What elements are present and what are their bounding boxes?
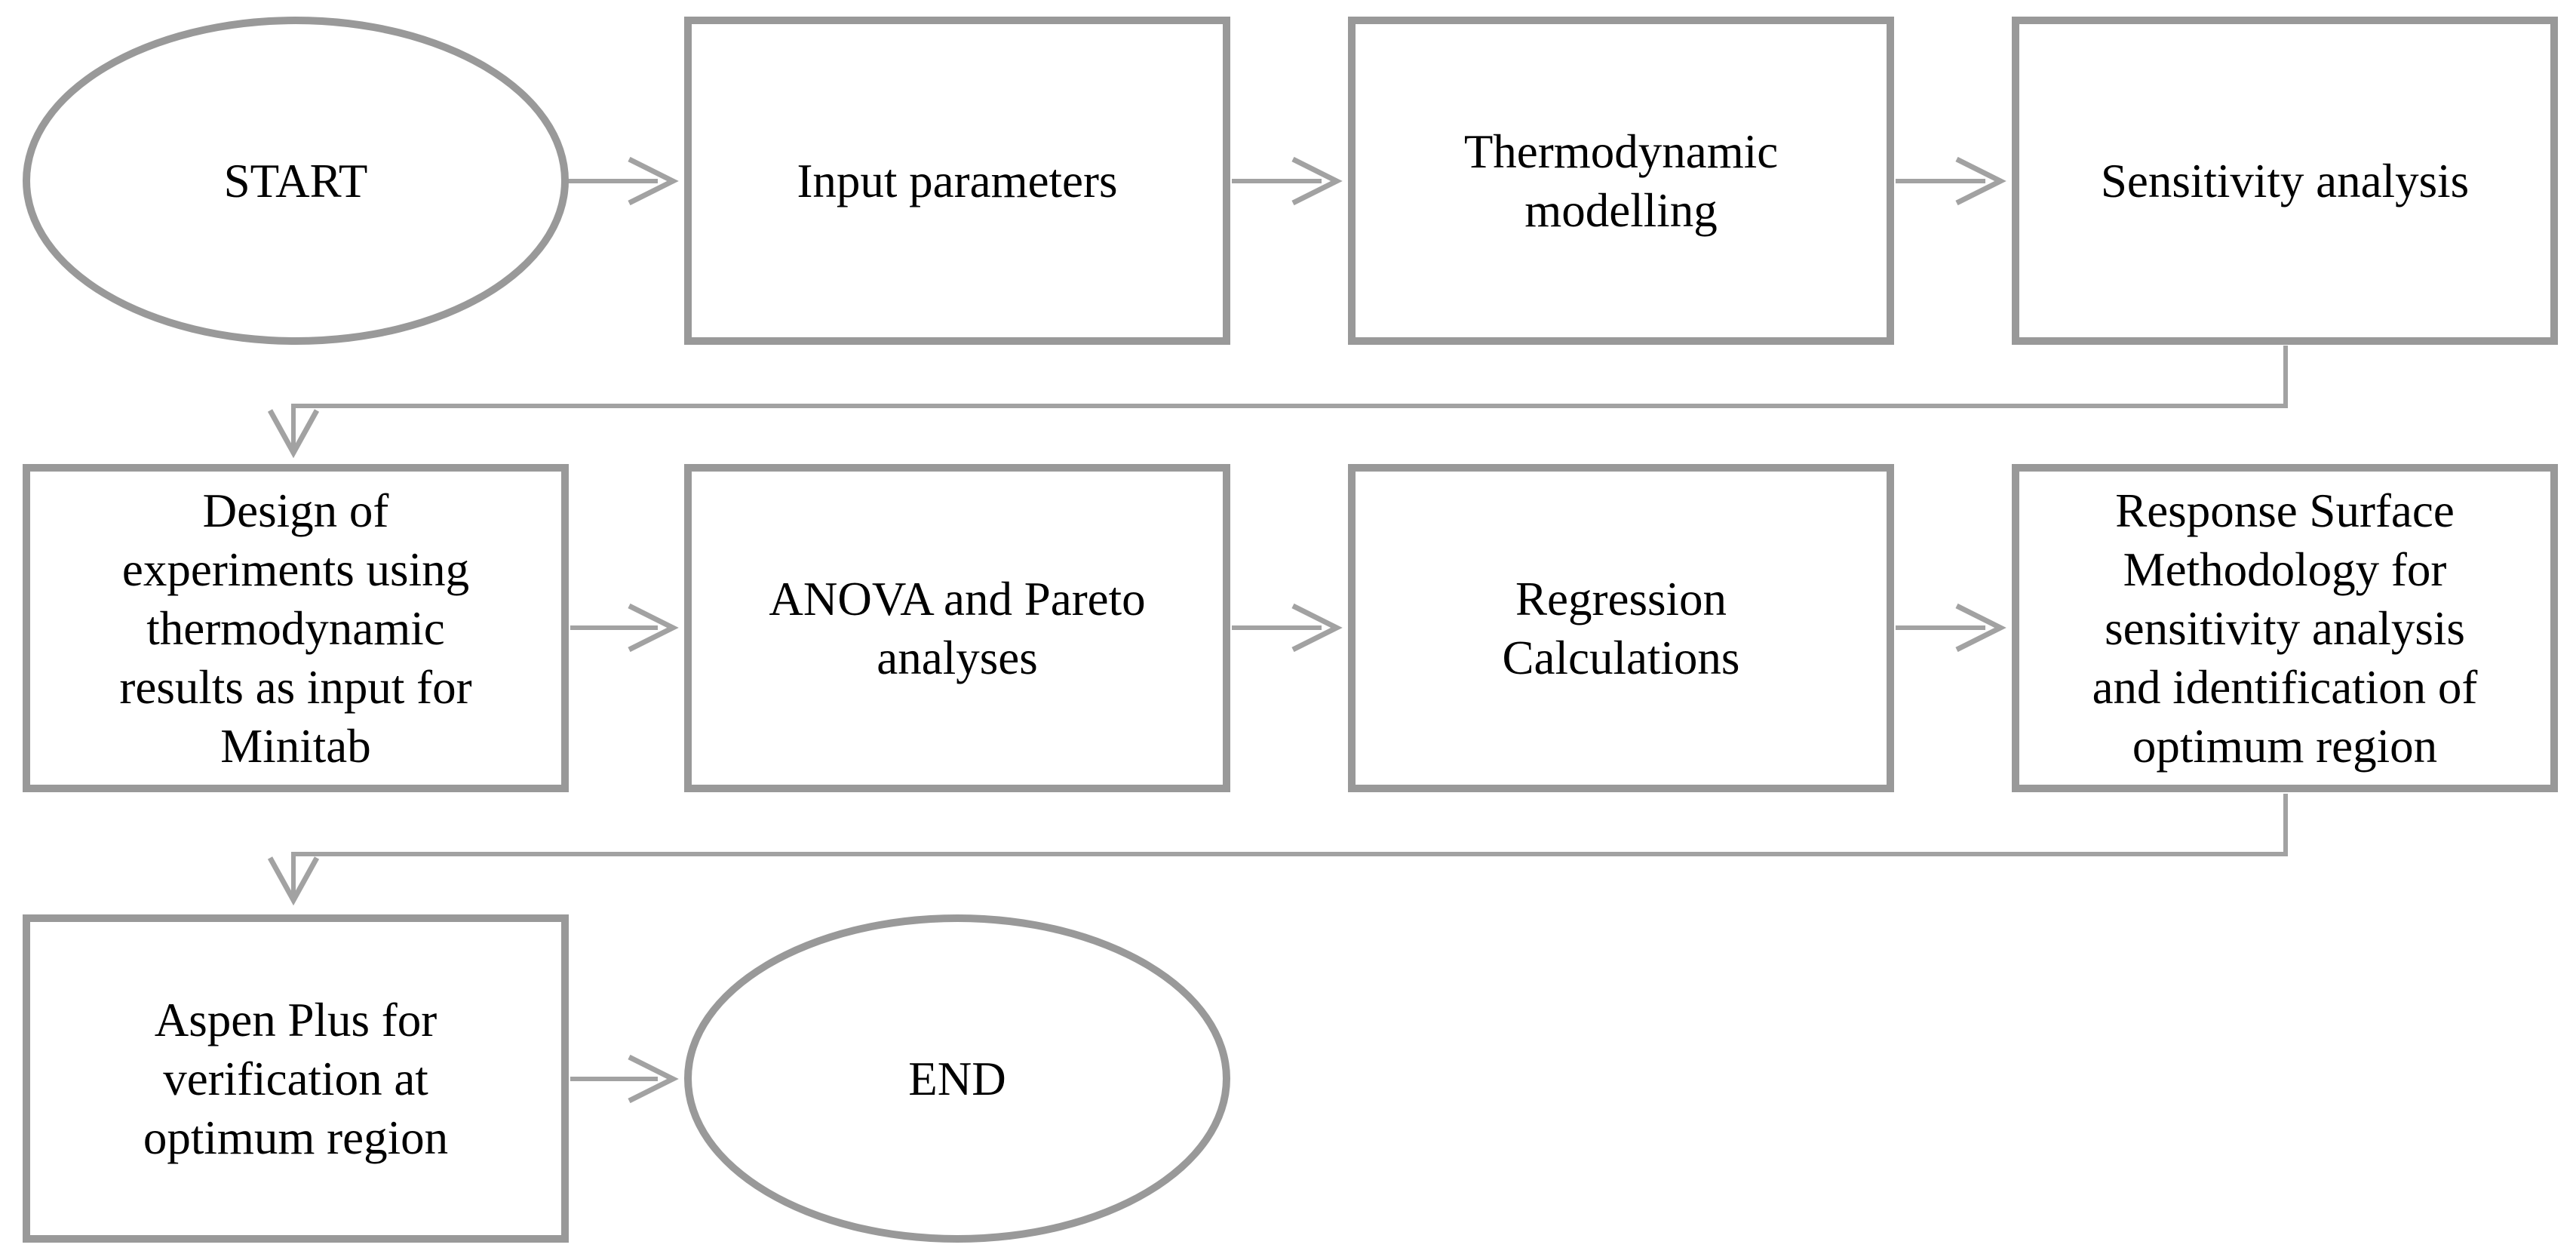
connector-response-surface-methodology-to-aspen-plus xyxy=(267,794,2288,906)
arrow-design-of-experiments-to-anova-pareto xyxy=(570,603,679,653)
node-thermodynamic-modelling: Thermodynamic modelling xyxy=(1348,17,1894,345)
arrow-input-parameters-to-thermodynamic-modelling xyxy=(1232,156,1343,206)
node-end: END xyxy=(684,914,1230,1243)
node-start: START xyxy=(23,17,569,345)
connector-sensitivity-analysis-to-design-of-experiments xyxy=(267,346,2288,459)
node-label: Aspen Plus for verification at optimum r… xyxy=(143,993,449,1164)
node-anova-pareto: ANOVA and Pareto analyses xyxy=(684,464,1230,792)
node-aspen-plus: Aspen Plus for verification at optimum r… xyxy=(23,914,569,1243)
node-label: Response Surface Methodology for sensiti… xyxy=(2092,484,2478,773)
node-label: Sensitivity analysis xyxy=(2100,154,2470,207)
node-label: END xyxy=(908,1052,1006,1105)
node-label: Regression Calculations xyxy=(1502,572,1740,684)
node-response-surface-methodology: Response Surface Methodology for sensiti… xyxy=(2012,464,2558,792)
arrow-anova-pareto-to-regression-calculations xyxy=(1232,603,1343,653)
node-label: Design of experiments using thermodynami… xyxy=(119,484,472,773)
node-label: START xyxy=(223,154,368,207)
node-input-parameters: Input parameters xyxy=(684,17,1230,345)
arrow-aspen-plus-to-end xyxy=(570,1054,679,1104)
node-design-of-experiments: Design of experiments using thermodynami… xyxy=(23,464,569,792)
node-label: Input parameters xyxy=(797,154,1118,207)
node-sensitivity-analysis: Sensitivity analysis xyxy=(2012,17,2558,345)
node-label: Thermodynamic modelling xyxy=(1463,124,1779,237)
arrow-start-to-input-parameters xyxy=(567,156,679,206)
arrow-thermodynamic-modelling-to-sensitivity-analysis xyxy=(1896,156,2006,206)
arrow-regression-calculations-to-response-surface-methodology xyxy=(1896,603,2006,653)
node-label: ANOVA and Pareto analyses xyxy=(769,572,1146,684)
node-regression-calculations: Regression Calculations xyxy=(1348,464,1894,792)
